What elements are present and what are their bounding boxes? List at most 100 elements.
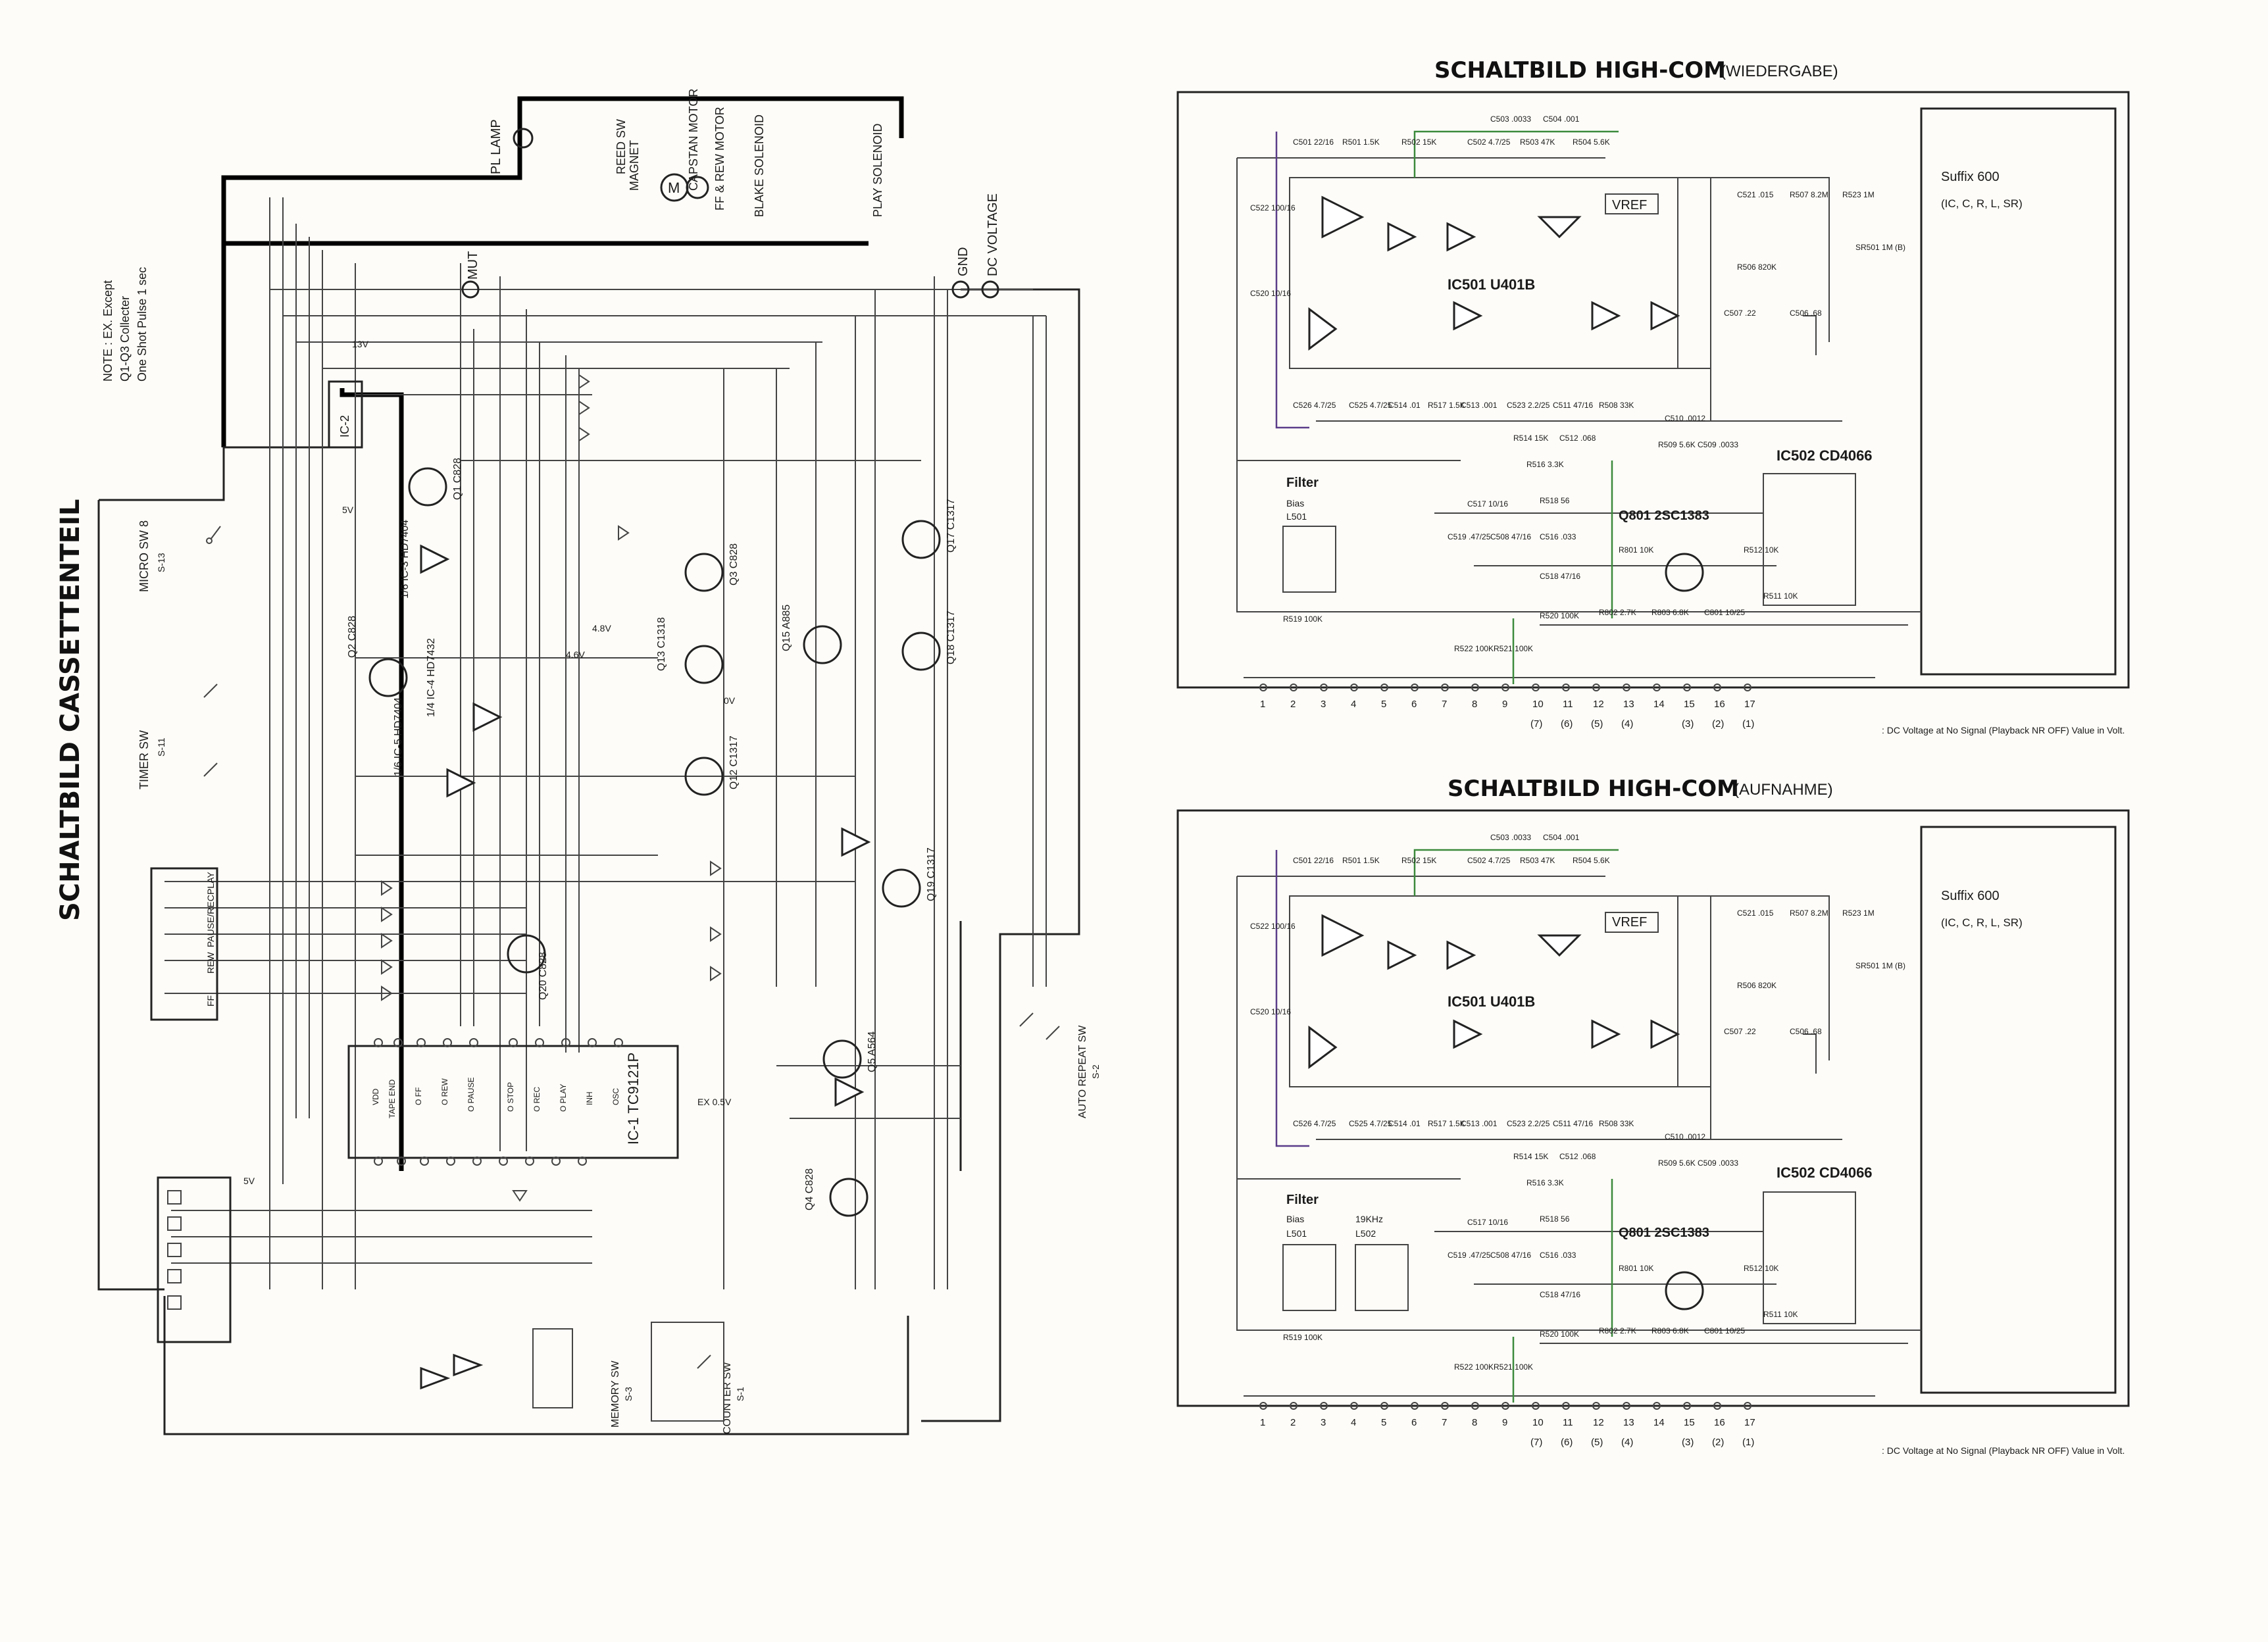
pin-terminal [1290, 684, 1298, 691]
bottom-bus [163, 1296, 909, 1435]
pin-terminal [1623, 1402, 1630, 1410]
pin-label: 4 [1351, 1417, 1356, 1428]
right-bus [961, 288, 1080, 1289]
note-line-3: One Shot Pulse 1 sec [136, 267, 149, 382]
svg-text:4.8V: 4.8V [592, 623, 611, 634]
note-block: NOTE : EX. Except Q1-Q3 Collecter One Sh… [101, 267, 149, 382]
opamp-g [1537, 216, 1582, 239]
wire-1 [1236, 158, 1921, 612]
pin-terminal [1471, 684, 1479, 691]
pin-label: 13 [1623, 699, 1634, 710]
svg-text:REW: REW [205, 952, 216, 974]
capstan-m: M [668, 180, 680, 196]
component-label: R509 5.6K [1658, 440, 1696, 449]
panel-2-suffix-note: (IC, C, R, L, SR) [1941, 916, 2023, 929]
panel-1-titles: SCHALTBILD HIGH-COM (WIEDERGABE) Suffix … [1286, 57, 2125, 735]
component-label: C501 22/16 [1293, 137, 1334, 147]
component-label: C517 10/16 [1467, 499, 1508, 509]
opamp-f [1446, 222, 1476, 252]
pin-terminal [1501, 684, 1509, 691]
pin-terminal [1290, 1402, 1298, 1410]
svg-text:Q5 A564: Q5 A564 [867, 1032, 878, 1072]
component-label: C514 .01 [1388, 401, 1421, 410]
pin-terminal [1471, 1402, 1479, 1410]
wire-11 [1803, 315, 1817, 355]
component-label: C526 4.7/25 [1293, 1119, 1336, 1128]
wire-1 [1236, 876, 1921, 1331]
opamp-main [1321, 914, 1365, 957]
pin-label: 17 [1744, 699, 1755, 710]
filter-l501-box [1282, 1244, 1336, 1311]
component-label: C519 .47/25 [1448, 532, 1491, 541]
filter-l501-box [1282, 526, 1336, 593]
svg-text:4.6V: 4.6V [566, 649, 585, 660]
pin-sub-label: (1) [1742, 1437, 1754, 1448]
svg-text:VDD: VDD [371, 1088, 380, 1105]
panel-1-l501: L501 [1286, 511, 1307, 522]
pin-label: 10 [1532, 1417, 1544, 1428]
component-label: R509 5.6K [1658, 1158, 1696, 1168]
transistor-q13 [684, 645, 724, 684]
or-gate-3 [420, 1366, 451, 1390]
component-label: R518 56 [1540, 496, 1570, 505]
component-label: C510 .0012 [1665, 1132, 1705, 1141]
ic502-box [1763, 473, 1856, 606]
switch-labels: MICRO SW 8 S-13 TIMER SW S-11 MEMORY SW … [138, 520, 1101, 1434]
component-label: C506 .68 [1790, 1027, 1822, 1036]
panel-2-l502: L502 [1355, 1228, 1376, 1239]
panel-1-bias: Bias [1286, 498, 1304, 509]
pin-label: 16 [1714, 1417, 1725, 1428]
ic1-label: IC-1 TC9121P [625, 1053, 642, 1145]
cassette-schematic: SCHALTBILD CASSETTENTEIL NOTE : EX. Exce… [55, 89, 1101, 1435]
ic502-box [1763, 1191, 1856, 1324]
pin-label: 7 [1442, 1417, 1447, 1428]
pin-label: 5 [1381, 699, 1386, 710]
counter-sw-label: COUNTER SW [722, 1362, 733, 1434]
ic2-box [328, 380, 363, 449]
green-trace-1 [1413, 130, 1619, 178]
svg-text:O PAUSE: O PAUSE [466, 1078, 476, 1112]
pin-label: 14 [1653, 699, 1665, 710]
component-label: C512 .068 [1559, 1152, 1596, 1161]
opamp-b [1453, 301, 1483, 331]
component-label: R803 6.8K [1651, 608, 1689, 617]
green-trace-1 [1413, 849, 1619, 896]
pin-sub-label: (2) [1712, 1437, 1724, 1448]
transistor-q1 [408, 467, 447, 507]
pin-sub-label: (3) [1682, 1437, 1694, 1448]
svg-text:1/4 IC-4 HD7432: 1/4 IC-4 HD7432 [426, 638, 437, 717]
pin-label: 14 [1653, 1417, 1665, 1428]
blake-label: BLAKE SOLENOID [753, 114, 766, 217]
pin-sub-label: (2) [1712, 718, 1724, 730]
transistor-q19 [882, 868, 921, 908]
vref-box [1605, 912, 1659, 933]
component-label: C523 2.2/25 [1507, 1119, 1550, 1128]
svg-text:S-13: S-13 [156, 553, 166, 572]
pin-sub-label: (4) [1621, 1437, 1633, 1448]
pin-terminal [1713, 684, 1721, 691]
svg-text:O REC: O REC [532, 1087, 542, 1112]
component-label: R521 100K [1494, 1362, 1533, 1372]
svg-text:5V: 5V [243, 1176, 255, 1186]
panel-1-q801: Q801 2SC1383 [1619, 509, 1709, 523]
svg-text:Q4 C828: Q4 C828 [804, 1168, 815, 1210]
component-label: C508 47/16 [1490, 1251, 1531, 1260]
pin-label: 12 [1593, 699, 1604, 710]
pin-label: 6 [1411, 699, 1417, 710]
left-return [97, 500, 164, 1291]
logic-gates: 1/6 IC-3 HD7404 1/4 IC-4 HD7432 1/6 IC-5… [393, 520, 871, 1390]
pl-lamp-label: PL LAMP [489, 119, 503, 174]
component-label: C518 47/16 [1540, 572, 1580, 581]
pin-terminal [1562, 684, 1570, 691]
component-label: R512 10K [1744, 545, 1778, 555]
opamp-c [1591, 301, 1621, 331]
pin-label: 2 [1290, 699, 1296, 710]
pin-terminal [1592, 684, 1600, 691]
pl-lamp-icon [513, 128, 534, 149]
pin-label: 11 [1563, 699, 1573, 710]
opamp-e [1387, 940, 1417, 970]
panel-2-ic502: IC502 CD4066 [1777, 1164, 1873, 1181]
pin-label: 8 [1472, 699, 1477, 710]
svg-text:TAPE END: TAPE END [388, 1080, 397, 1118]
